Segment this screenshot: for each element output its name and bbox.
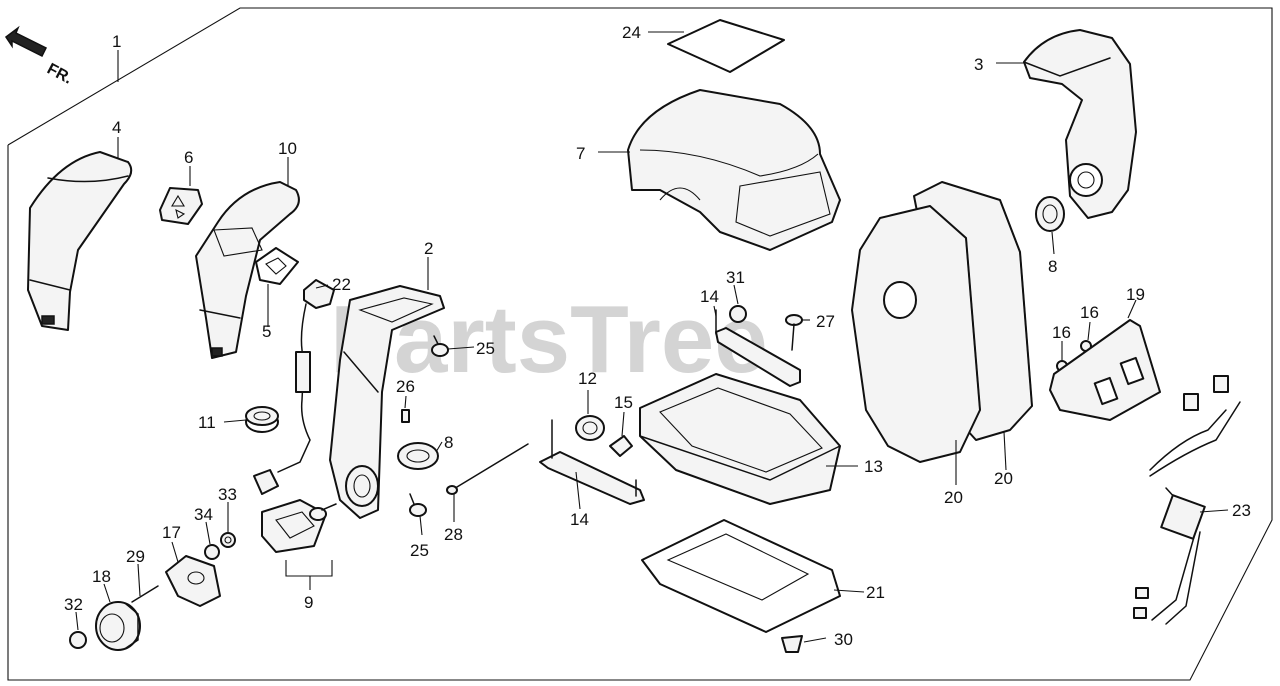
callout-26: 26 (396, 377, 415, 396)
part-nut-washer (204, 532, 236, 560)
front-label: FR. (44, 61, 75, 88)
callout-8-right: 8 (1048, 257, 1057, 276)
callout-10: 10 (278, 139, 297, 158)
part-knob (95, 601, 141, 651)
part-switch-cap (159, 187, 203, 225)
callout-9: 9 (304, 593, 313, 612)
callout-17: 17 (162, 523, 181, 542)
callout-2: 2 (424, 239, 433, 258)
part-clip (609, 435, 633, 457)
callout-1: 1 (112, 32, 121, 51)
arrow-icon (4, 25, 48, 58)
callout-15: 15 (614, 393, 633, 412)
part-screw-upper (431, 335, 449, 357)
callout-34: 34 (194, 505, 213, 524)
assembly-boundary (7, 7, 1273, 681)
front-direction-marker: FR. (4, 25, 75, 88)
callout-3: 3 (974, 55, 983, 74)
part-bracket-lower (539, 419, 645, 505)
callout-14-lower: 14 (570, 510, 589, 529)
callout-25-lower: 25 (410, 541, 429, 560)
part-nut-small (69, 631, 87, 649)
part-base-tray (639, 373, 841, 505)
callout-16-upper: 16 (1080, 303, 1099, 322)
part-friction-block (165, 555, 221, 607)
callout-14-upper: 14 (700, 287, 719, 306)
part-pin (401, 409, 410, 423)
callout-19: 19 (1126, 285, 1145, 304)
callout-8-left: 8 (444, 433, 453, 452)
part-label-sheet (667, 19, 785, 73)
part-wiring-harness (1133, 375, 1241, 625)
part-gasket-small (255, 247, 299, 285)
part-cover-middle (195, 181, 300, 359)
callout-18: 18 (92, 567, 111, 586)
part-clamp (575, 415, 605, 441)
part-switch-panel (1049, 319, 1161, 421)
part-nut-31 (729, 305, 747, 323)
part-top-cover (627, 89, 841, 251)
callout-31: 31 (726, 268, 745, 287)
callout-6: 6 (184, 148, 193, 167)
part-collar (245, 406, 279, 433)
part-bolt-long-head (446, 485, 458, 495)
part-switch-wiring (253, 279, 335, 495)
part-bolt-long (451, 443, 529, 491)
callout-20-left: 20 (944, 488, 963, 507)
callout-22: 22 (332, 275, 351, 294)
callout-4: 4 (112, 118, 121, 137)
callout-11: 11 (198, 413, 216, 432)
callout-28: 28 (444, 525, 463, 544)
part-main-housing (329, 285, 445, 519)
callout-13: 13 (864, 457, 883, 476)
callout-24: 24 (622, 23, 641, 42)
callout-33: 33 (218, 485, 237, 504)
leader-lines (75, 31, 1229, 643)
part-bottom-gasket (641, 519, 841, 633)
callout-5: 5 (262, 322, 271, 341)
callout-7: 7 (576, 144, 585, 163)
callout-23: 23 (1232, 501, 1251, 520)
part-plate-assembly (261, 499, 337, 553)
part-plug (781, 635, 803, 653)
part-ring-right (1035, 196, 1065, 232)
part-cover-left (27, 151, 133, 331)
callout-29: 29 (126, 547, 145, 566)
callout-16-lower: 16 (1052, 323, 1071, 342)
part-screw-27 (785, 314, 803, 351)
part-panel-front (851, 205, 981, 463)
callout-12: 12 (578, 369, 597, 388)
callout-labels: 1 2 3 4 5 6 7 8 8 9 10 11 12 13 14 14 15… (64, 23, 1251, 649)
part-bolt-short (131, 585, 159, 603)
part-screw-lower (409, 493, 427, 517)
callout-30: 30 (834, 630, 853, 649)
callout-21: 21 (866, 583, 885, 602)
callout-20-right: 20 (994, 469, 1013, 488)
callout-27: 27 (816, 312, 835, 331)
callout-25-upper: 25 (476, 339, 495, 358)
part-handle (1023, 29, 1137, 219)
part-ring-left (397, 442, 439, 470)
callout-32: 32 (64, 595, 83, 614)
